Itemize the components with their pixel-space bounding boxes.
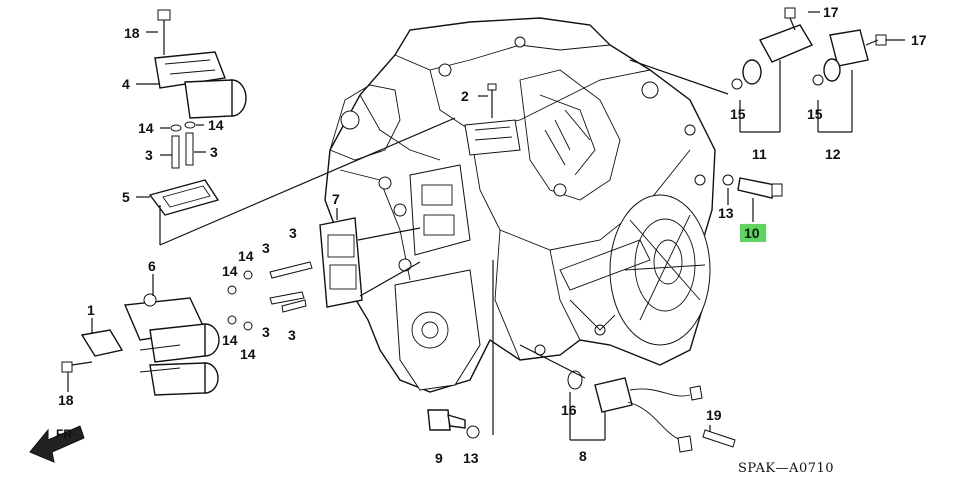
speed-sensor-12 [812,29,887,133]
shift-solenoid-block [123,293,220,396]
callout-11[interactable]: 11 [752,146,767,162]
filter-plate [148,117,456,246]
callout-3-mid-b[interactable]: 3 [289,225,297,241]
callout-6[interactable]: 6 [148,258,156,274]
callout-14-low-a[interactable]: 14 [222,332,238,348]
callout-8[interactable]: 8 [579,448,587,464]
callout-14-mid-b[interactable]: 14 [222,263,238,279]
callout-13-right[interactable]: 13 [718,205,734,221]
callout-19[interactable]: 19 [706,407,722,423]
bracket [80,318,124,357]
leader-lines [136,11,905,432]
callout-3-low-b[interactable]: 3 [288,327,296,343]
callout-14-low-b[interactable]: 14 [240,346,256,362]
separator-plate [319,217,421,308]
callout-15-right[interactable]: 15 [807,106,823,122]
callout-13-bottom[interactable]: 13 [463,450,479,466]
callout-18-bottom[interactable]: 18 [58,392,74,408]
callout-7[interactable]: 7 [332,191,340,207]
callout-9[interactable]: 9 [435,450,443,466]
direction-label: FR· [56,427,76,441]
callout-14-upper-right[interactable]: 14 [208,117,224,133]
callout-numbers: 18 4 14 14 3 3 5 2 7 6 14 3 3 14 1 14 3 … [58,4,927,466]
pressure-sensor-10 [722,174,783,199]
bolt-lower-left [61,361,93,392]
highlight-part-10 [740,224,766,242]
callout-3-upper-right[interactable]: 3 [210,144,218,160]
wiring-harness [519,344,736,453]
callout-15-left[interactable]: 15 [730,106,746,122]
callout-3-low-a[interactable]: 3 [262,324,270,340]
callout-4[interactable]: 4 [122,76,130,92]
callout-18-top[interactable]: 18 [124,25,140,41]
callout-10[interactable]: 10 [744,225,760,241]
pipes-middle [227,261,313,331]
callout-3-mid-a[interactable]: 3 [262,240,270,256]
callout-16[interactable]: 16 [561,402,577,418]
callout-12[interactable]: 12 [825,146,841,162]
callout-3-upper-left[interactable]: 3 [145,147,153,163]
callout-14-mid-a[interactable]: 14 [238,248,254,264]
dowel-pin-2 [487,83,497,118]
callout-5[interactable]: 5 [122,189,130,205]
transmission-case [324,17,716,393]
pipes-upper [170,121,196,169]
callout-1[interactable]: 1 [87,302,95,318]
callout-2[interactable]: 2 [461,88,469,104]
callout-17-left[interactable]: 17 [823,4,839,20]
diagram-code: SPAK—A0710 [738,461,834,476]
pressure-sensor-9 [427,260,494,439]
callout-17-right[interactable]: 17 [911,32,927,48]
solenoid-upper [154,9,247,119]
front-direction-arrow: FR· [29,425,85,463]
speed-sensor-11 [629,7,814,133]
callout-14-upper-left[interactable]: 14 [138,120,154,136]
